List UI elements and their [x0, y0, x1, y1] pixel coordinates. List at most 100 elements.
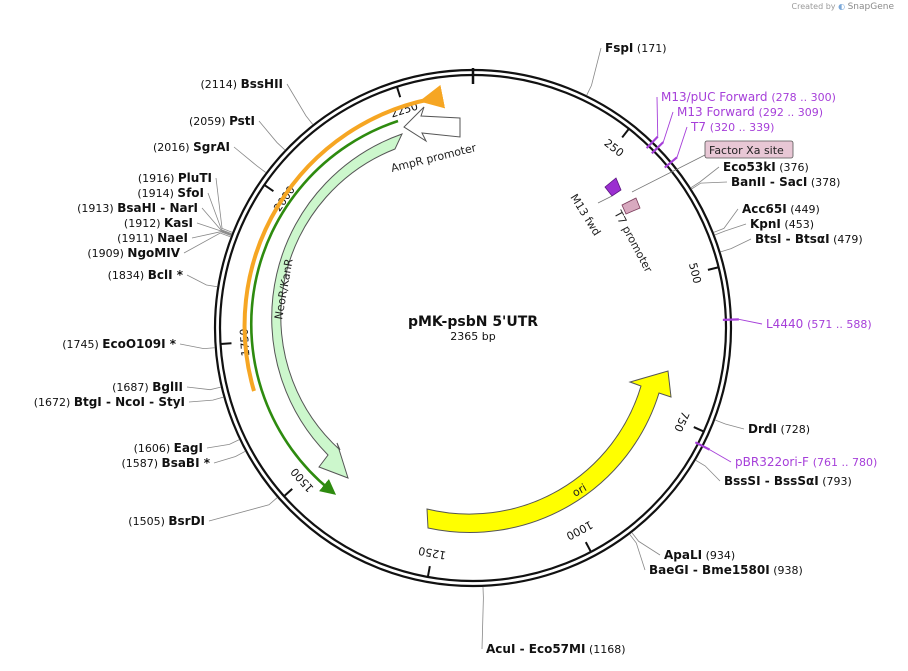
primer-name: M13 Forward	[677, 105, 755, 119]
enzyme-site-label[interactable]: (2016) SgrAI	[153, 140, 230, 154]
ori-feature[interactable]	[426, 370, 672, 533]
enzyme-position: (1834)	[108, 269, 145, 282]
enzyme-position: (2114)	[201, 78, 238, 91]
enzyme-site-label[interactable]: Eco53kI (376)	[723, 160, 809, 174]
enzyme-position: (1505)	[128, 515, 165, 528]
primer-bind-mark	[722, 318, 739, 321]
enzyme-site-label[interactable]: (1587) BsaBI *	[121, 456, 210, 470]
primer-bind-mark	[694, 441, 711, 451]
enzyme-name: FspI	[605, 41, 633, 55]
t7-promoter-label: T7 promoter	[611, 207, 655, 275]
primer-label[interactable]: M13 Forward (292 .. 309)	[677, 105, 823, 119]
enzyme-site-label[interactable]: FspI (171)	[605, 41, 667, 55]
tick-mark	[621, 128, 630, 139]
factor-xa-badge[interactable]	[704, 140, 794, 159]
primer-name: L4440	[766, 317, 803, 331]
enzyme-site-label[interactable]: (1911) NaeI	[117, 231, 188, 245]
credit-brand: SnapGene	[847, 2, 894, 12]
enzyme-name: SfoI	[177, 186, 204, 200]
enzyme-position: (376)	[779, 161, 809, 174]
tick-label: 1250	[417, 544, 447, 562]
enzyme-leader-line	[631, 532, 661, 556]
enzyme-position: (449)	[790, 203, 820, 216]
enzyme-site-label[interactable]: (1914) SfoI	[137, 186, 204, 200]
enzyme-name: KasI	[164, 216, 193, 230]
enzyme-name: BtsαI	[795, 232, 830, 246]
primer-label[interactable]: pBR322ori-F (761 .. 780)	[735, 455, 877, 469]
ampr-promoter-feature[interactable]	[403, 106, 461, 143]
enzyme-site-label[interactable]: BaeGI - Bme1580I (938)	[649, 563, 803, 577]
enzyme-site-label[interactable]: Acc65I (449)	[742, 202, 820, 216]
credit-prefix: Created by	[791, 2, 836, 11]
t7-promoter-feature[interactable]	[621, 197, 641, 215]
enzyme-position: (728)	[780, 423, 810, 436]
snapgene-credit: Created by ◐ SnapGene	[792, 2, 895, 12]
enzyme-name: PluTI	[178, 171, 212, 185]
enzyme-name: NarI	[169, 201, 198, 215]
primer-leader	[656, 96, 659, 137]
enzyme-separator: -	[145, 395, 158, 409]
enzyme-leader-line	[207, 192, 232, 235]
m13-fwd-feature[interactable]	[604, 177, 622, 197]
primer-label[interactable]: M13/pUC Forward (278 .. 300)	[661, 90, 836, 104]
enzyme-site-label[interactable]: (1505) BsrDI	[128, 514, 205, 528]
enzyme-site-label[interactable]: (2059) PstI	[189, 114, 255, 128]
primer-annotations: M13/pUC Forward (278 .. 300)M13 Forward …	[645, 90, 877, 469]
enzyme-site-label[interactable]: DrdI (728)	[748, 422, 810, 436]
enzyme-site-label[interactable]: BssSI - BssSαI (793)	[724, 474, 852, 488]
primer-leader	[662, 111, 674, 143]
enzyme-site-label[interactable]: (1916) PluTI	[138, 171, 212, 185]
enzyme-leader-line	[258, 120, 286, 151]
enzyme-leader-line	[183, 232, 231, 254]
enzyme-site-label[interactable]: (2114) BssHII	[201, 77, 283, 91]
enzyme-site-label[interactable]: AcuI - Eco57MI (1168)	[486, 642, 626, 656]
plasmid-name: pMK-psbN 5'UTR	[408, 314, 538, 330]
enzyme-site-label[interactable]: (1672) BtgI - NcoI - StyI	[34, 395, 185, 409]
enzyme-leader-line	[206, 439, 240, 449]
enzyme-name: BsrDI	[168, 514, 205, 528]
enzyme-position: (938)	[773, 564, 803, 577]
enzyme-leader-line	[586, 47, 602, 96]
primer-range: (761 .. 780)	[813, 456, 878, 469]
enzyme-name: BclI *	[148, 268, 184, 282]
enzyme-position: (1587)	[121, 457, 158, 470]
enzyme-name: BssSI	[724, 474, 761, 488]
enzyme-site-label[interactable]: (1834) BclI *	[108, 268, 184, 282]
enzyme-site-label[interactable]: (1745) EcoO109I *	[62, 337, 177, 351]
enzyme-name: Bme1580I	[702, 563, 770, 577]
primer-range: (571 .. 588)	[807, 318, 872, 331]
primer-label[interactable]: T7 (320 .. 339)	[690, 120, 774, 134]
tick-mark	[584, 541, 592, 553]
enzyme-site-label[interactable]: (1913) BsaHI - NarI	[77, 201, 198, 215]
tick-mark	[220, 342, 232, 345]
enzyme-position: (171)	[637, 42, 667, 55]
primer-label[interactable]: L4440 (571 .. 588)	[766, 317, 872, 331]
enzyme-name: KpnI	[750, 217, 781, 231]
enzyme-site-label[interactable]: (1606) EagI	[134, 441, 203, 455]
enzyme-position: (1687)	[112, 381, 149, 394]
enzyme-leader-line	[188, 396, 224, 403]
enzyme-site-label[interactable]: (1687) BglII	[112, 380, 183, 394]
tick-label: 1000	[564, 518, 595, 543]
tick-mark	[263, 184, 274, 192]
enzyme-site-label[interactable]: KpnI (453)	[750, 217, 814, 231]
plasmid-length: 2365 bp	[450, 330, 495, 343]
enzyme-site-label[interactable]: (1912) KasI	[124, 216, 193, 230]
enzyme-leader-line	[713, 208, 739, 233]
enzyme-site-label[interactable]: BanII - SacI (378)	[731, 175, 840, 189]
enzyme-name: StyI	[158, 395, 185, 409]
enzyme-name: BglII	[152, 380, 183, 394]
primer-name: M13/pUC Forward	[661, 90, 768, 104]
enzyme-site-label[interactable]: ApaLI (934)	[664, 548, 735, 562]
enzyme-name: SgrAI	[193, 140, 230, 154]
enzyme-site-label[interactable]: BtsI - BtsαI (479)	[755, 232, 863, 246]
enzyme-leader-line	[695, 459, 721, 482]
enzyme-separator: -	[156, 201, 169, 215]
enzyme-leader-line	[481, 586, 484, 650]
ampr-promoter-label: AmpR promoter	[390, 141, 478, 175]
enzyme-position: (1912)	[124, 217, 161, 230]
neor-kanr-feature[interactable]	[271, 133, 403, 479]
enzyme-site-label[interactable]: (1909) NgoMIV	[87, 246, 180, 260]
enzyme-position: (1745)	[62, 338, 99, 351]
enzyme-name: DrdI	[748, 422, 777, 436]
